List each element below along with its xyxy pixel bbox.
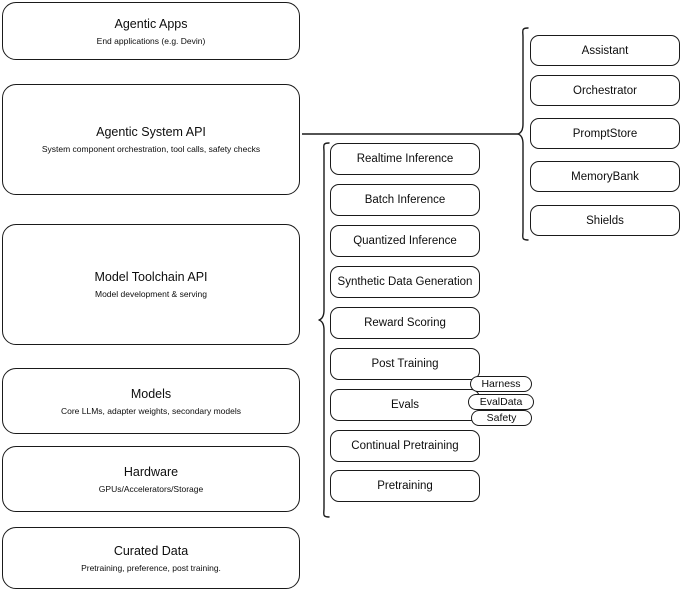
layer-box-agentic-system-api[interactable]: Agentic System API System component orch… bbox=[2, 84, 300, 195]
pill-label: EvalData bbox=[479, 396, 523, 408]
layer-subtitle: GPUs/Accelerators/Storage bbox=[98, 483, 204, 494]
layer-box-agentic-apps[interactable]: Agentic Apps End applications (e.g. Devi… bbox=[2, 2, 300, 60]
layer-title: Agentic Apps bbox=[114, 16, 188, 31]
toolchain-item-batch-inference[interactable]: Batch Inference bbox=[330, 184, 480, 216]
toolchain-item-reward-scoring[interactable]: Reward Scoring bbox=[330, 307, 480, 339]
layer-subtitle: Pretraining, preference, post training. bbox=[81, 562, 221, 573]
layer-title: Agentic System API bbox=[96, 125, 206, 139]
layer-title: Curated Data bbox=[113, 543, 189, 558]
layer-title: Model Toolchain API bbox=[94, 270, 208, 284]
item-label: Orchestrator bbox=[573, 84, 637, 97]
layer-subtitle: Core LLMs, adapter weights, secondary mo… bbox=[60, 405, 241, 416]
system-item-orchestrator[interactable]: Orchestrator bbox=[530, 75, 680, 106]
pill-label: Safety bbox=[486, 412, 517, 424]
item-label: Shields bbox=[586, 214, 624, 227]
system-item-memorybank[interactable]: MemoryBank bbox=[530, 161, 680, 192]
layer-subtitle: System component orchestration, tool cal… bbox=[41, 144, 261, 154]
layer-subtitle: Model development & serving bbox=[95, 289, 207, 299]
toolchain-item-realtime-inference[interactable]: Realtime Inference bbox=[330, 143, 480, 175]
system-item-shields[interactable]: Shields bbox=[530, 205, 680, 236]
layer-title: Hardware bbox=[123, 464, 179, 479]
layer-box-curated-data[interactable]: Curated Data Pretraining, preference, po… bbox=[2, 527, 300, 589]
evals-pill-safety[interactable]: Safety bbox=[471, 410, 532, 426]
toolchain-item-post-training[interactable]: Post Training bbox=[330, 348, 480, 380]
toolchain-item-evals[interactable]: Evals bbox=[330, 389, 480, 421]
toolchain-item-quantized-inference[interactable]: Quantized Inference bbox=[330, 225, 480, 257]
layer-title: Models bbox=[130, 386, 172, 401]
layer-box-model-toolchain-api[interactable]: Model Toolchain API Model development & … bbox=[2, 224, 300, 345]
item-label: MemoryBank bbox=[571, 170, 639, 183]
layer-box-models[interactable]: Models Core LLMs, adapter weights, secon… bbox=[2, 368, 300, 434]
layer-box-hardware[interactable]: Hardware GPUs/Accelerators/Storage bbox=[2, 446, 300, 512]
item-label: Assistant bbox=[581, 44, 629, 57]
evals-pill-harness[interactable]: Harness bbox=[470, 376, 532, 392]
item-label: PromptStore bbox=[572, 127, 638, 140]
item-label: Reward Scoring bbox=[364, 317, 446, 329]
curly-brace-middle bbox=[318, 142, 330, 518]
item-label: Realtime Inference bbox=[356, 153, 454, 165]
item-label: Synthetic Data Generation bbox=[337, 276, 473, 288]
item-label: Continual Pretraining bbox=[351, 440, 459, 452]
item-label: Post Training bbox=[371, 358, 439, 370]
toolchain-item-synthetic-data-generation[interactable]: Synthetic Data Generation bbox=[330, 266, 480, 298]
toolchain-item-continual-pretraining[interactable]: Continual Pretraining bbox=[330, 430, 480, 462]
item-label: Batch Inference bbox=[364, 194, 446, 206]
item-label: Quantized Inference bbox=[353, 235, 457, 247]
toolchain-item-pretraining[interactable]: Pretraining bbox=[330, 470, 480, 502]
item-label: Evals bbox=[390, 399, 420, 411]
curly-brace-right bbox=[517, 27, 529, 241]
evals-pill-evaldata[interactable]: EvalData bbox=[468, 394, 534, 410]
layer-subtitle: End applications (e.g. Devin) bbox=[96, 35, 206, 46]
pill-label: Harness bbox=[481, 378, 521, 390]
system-item-assistant[interactable]: Assistant bbox=[530, 35, 680, 66]
item-label: Pretraining bbox=[377, 480, 433, 492]
system-item-promptstore[interactable]: PromptStore bbox=[530, 118, 680, 149]
